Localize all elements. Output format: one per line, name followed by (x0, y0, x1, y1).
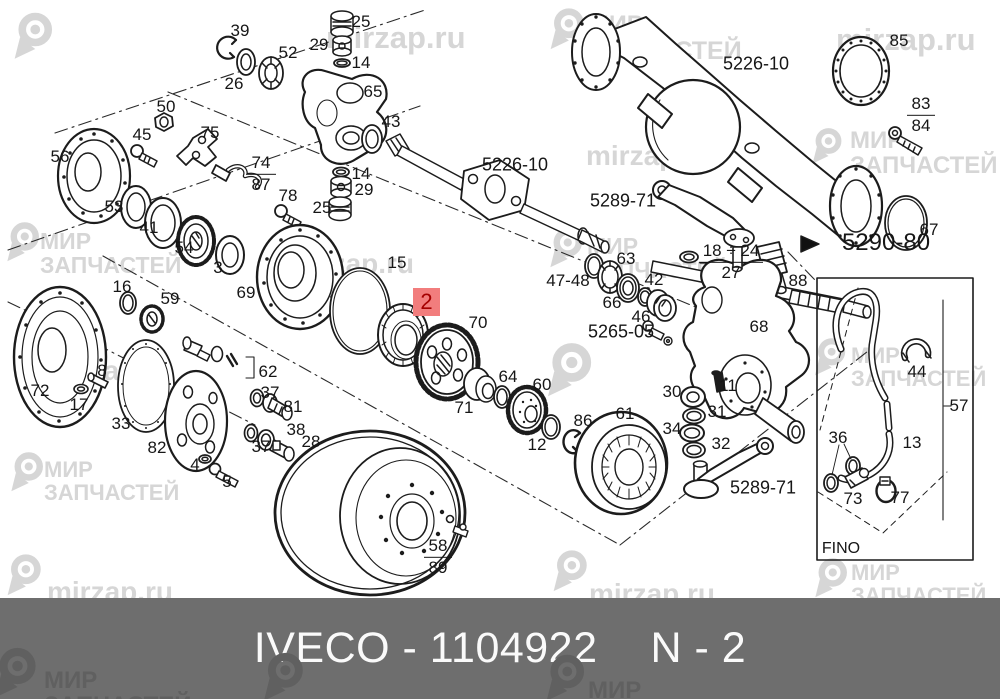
flange-56 (56, 127, 132, 225)
watermark-logo-icon (0, 220, 44, 264)
seal-63 (616, 273, 640, 303)
ring-gear-70 (413, 322, 481, 402)
arrow-5290-80 (800, 235, 820, 253)
caption-sheet-number: N - 2 (650, 624, 747, 672)
watermark-logo-icon (806, 126, 846, 166)
seal-43 (361, 124, 383, 154)
o-ring-14-mid (332, 166, 350, 178)
washer-4-bolt-5 (198, 454, 239, 488)
hose-57-13 (832, 288, 894, 484)
clamp-44 (900, 338, 932, 363)
snap-ring-39 (216, 35, 238, 60)
sensor-cable-74-87 (211, 164, 262, 190)
watermark-logo-icon (808, 556, 852, 600)
nut-50 (154, 112, 174, 132)
steering-arm-5289-71-top (652, 180, 755, 273)
seal-3 (215, 235, 245, 275)
clamp-77 (875, 476, 897, 504)
gasket-33 (117, 339, 175, 433)
gear-59 (139, 304, 165, 334)
watermark-logo-icon (4, 450, 48, 494)
bolt-45 (130, 144, 158, 168)
bearing-29-mid (330, 175, 352, 199)
bearing-29-top (332, 35, 352, 57)
cap-25-top (330, 10, 354, 38)
breather-62 (182, 336, 255, 379)
axle-housing (571, 13, 884, 248)
fino-box (816, 277, 974, 561)
hub-carrier-82 (163, 369, 229, 473)
brake-backplate-72 (12, 285, 108, 429)
watermark-logo-icon (6, 10, 58, 62)
watermark-logo-icon (546, 548, 592, 594)
sun-gear-60 (505, 384, 549, 436)
fitting-73 (844, 467, 870, 489)
o-ring-14-top (333, 58, 351, 68)
abs-sensor-75 (176, 128, 218, 167)
bolt-5265-05 (642, 320, 673, 346)
brake-drum-58-89 (273, 429, 469, 597)
bearing-cone-71 (463, 367, 497, 403)
o-ring-16 (119, 291, 137, 315)
steering-arm-5289-71-bottom (683, 437, 774, 499)
fitting-37-81 (249, 388, 293, 421)
caption-bar: IVECO - 1104922 N - 2 (0, 598, 1000, 699)
nut-46 (646, 289, 677, 322)
abs-ring-85 (831, 35, 891, 107)
o-ring-67 (884, 195, 928, 251)
o-ring-64 (493, 385, 511, 409)
watermark-logo-icon (0, 552, 46, 598)
washer-17 (73, 383, 89, 395)
caption-part-number: IVECO - 1104922 (253, 624, 598, 672)
highlighted-part-label-2[interactable]: 2 (413, 288, 440, 316)
ring-41 (144, 197, 182, 249)
kingpin-rings-30-31-34-32 (679, 370, 726, 459)
watermark-logo-icon (538, 340, 598, 400)
seal-26 (236, 48, 256, 76)
bearing-52 (258, 56, 284, 90)
stud-8 (87, 372, 109, 389)
cap-25-mid (328, 196, 352, 222)
toothed-ring-54 (176, 215, 216, 267)
splined-drum-61 (573, 410, 669, 516)
fitting-37-38-28 (243, 423, 295, 462)
bolt-83-84 (888, 126, 923, 156)
o-ring-12 (541, 414, 561, 440)
